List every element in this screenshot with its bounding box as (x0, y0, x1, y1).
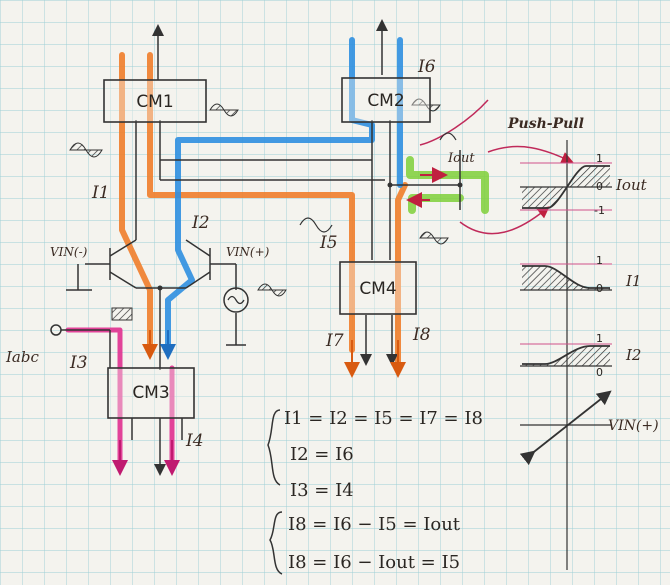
equation-3: I3 = I4 (290, 480, 354, 501)
graph-i1-label: I1 (625, 272, 641, 290)
block-cm3: CM3 (107, 367, 195, 419)
equations-group-2: I8 = I6 − I5 = Iout I8 = I6 − Iout = I5 (269, 511, 461, 575)
current-path-i5 (147, 52, 355, 353)
equation-4: I8 = I6 − I5 = Iout (288, 514, 461, 535)
block-cm4: CM4 (339, 261, 417, 315)
label-vin-plus: VIN(+) (226, 245, 270, 259)
equation-2: I2 = I6 (290, 444, 354, 465)
graph-vin: VIN(+) (519, 390, 659, 466)
label-i1: I1 (91, 183, 110, 203)
graph-iout-label: Iout (615, 176, 648, 194)
graph-i1-tick-bot: 0 (596, 282, 603, 295)
flow-arrows (112, 167, 448, 476)
equation-1: I1 = I2 = I5 = I7 = I8 (284, 408, 483, 429)
graph-iout-tick-top: 1 (596, 152, 603, 165)
block-cm1: CM1 (103, 79, 207, 123)
equation-5: I8 = I6 − Iout = I5 (288, 552, 460, 573)
graph-i2-label: I2 (625, 346, 641, 364)
label-iabc: Iabc (5, 348, 39, 366)
graph-i1-tick-top: 1 (596, 254, 603, 267)
label-i3: I3 (69, 353, 88, 373)
block-cm3-label: CM3 (132, 383, 169, 403)
junction-dots (157, 182, 463, 291)
graph-iout: 1 0 -1 Iout (520, 152, 648, 217)
graph-vin-label: VIN(+) (608, 418, 659, 434)
label-iout: Iout (447, 151, 475, 166)
circuit-wiring (50, 19, 461, 476)
graph-iout-tick-mid: 0 (596, 180, 603, 193)
label-i2: I2 (191, 213, 210, 233)
graph-i1: 1 0 I1 (520, 254, 641, 295)
graph-i2: 1 0 I2 (520, 332, 641, 379)
graph-i2-tick-top: 1 (596, 332, 603, 345)
label-push-pull: Push-Pull (507, 116, 584, 132)
graph-iout-tick-bot: -1 (594, 204, 605, 217)
label-i4: I4 (185, 431, 204, 451)
label-vin-minus: VIN(-) (50, 245, 88, 259)
block-cm4-label: CM4 (359, 279, 396, 299)
block-cm2: CM2 (341, 77, 431, 123)
block-cm2-label: CM2 (367, 91, 404, 111)
label-i5: I5 (319, 233, 338, 253)
label-i7: I7 (325, 331, 344, 351)
label-i8: I8 (412, 325, 431, 345)
push-pull-pointers (419, 99, 574, 235)
graph-i2-tick-bot: 0 (596, 366, 603, 379)
block-cm1-label: CM1 (136, 92, 173, 112)
equations-group-1: I1 = I2 = I5 = I7 = I8 I2 = I6 I3 = I4 (267, 408, 483, 501)
ac-source (223, 287, 249, 313)
current-path-i1 (119, 52, 153, 353)
waveform-sketches (69, 98, 457, 321)
label-i6: I6 (417, 57, 436, 77)
